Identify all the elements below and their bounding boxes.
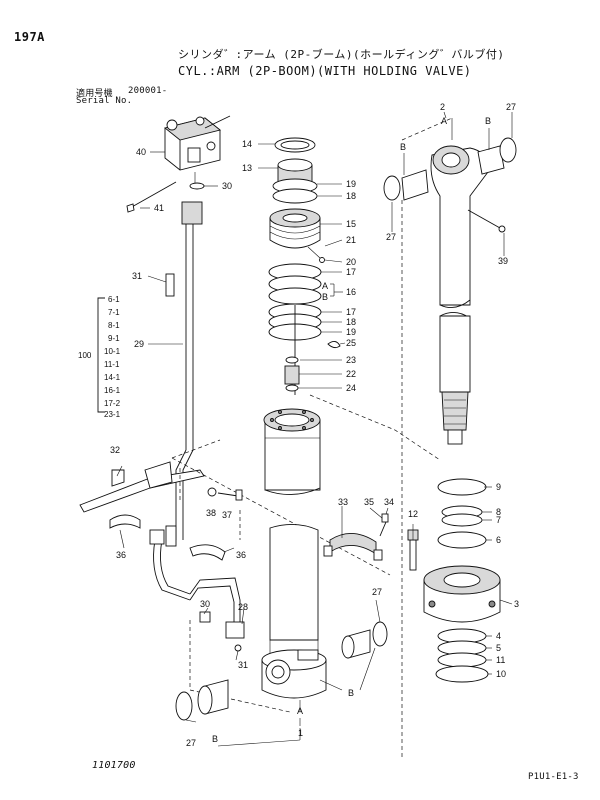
- piston-rod: [383, 117, 517, 760]
- serial-label-english: Serial No.: [76, 96, 133, 106]
- kit-item: 14-1: [104, 373, 121, 382]
- callout-10: 10: [496, 669, 506, 679]
- pipe-assembly: [147, 201, 203, 540]
- callout-16: 16: [346, 287, 356, 297]
- callout-labels: 14 13 19 18 15 21 20 17 16 17 18 19 25 2…: [110, 102, 519, 748]
- letter-markers: A B B A B A B B: [212, 116, 491, 744]
- callout-11: 11: [496, 655, 505, 665]
- letter-b-bottom-left: B: [212, 734, 218, 744]
- callout-23: 23: [346, 355, 356, 365]
- title-english: CYL.:ARM (2P-BOOM)(WITH HOLDING VALVE): [178, 64, 472, 78]
- callout-28: 28: [238, 602, 248, 612]
- callout-19b: 19: [346, 327, 356, 337]
- leader-lines: [116, 111, 513, 747]
- kit-item: 7-1: [108, 308, 120, 317]
- callout-36: 36: [116, 550, 126, 560]
- callout-38: 38: [206, 508, 216, 518]
- callout-39: 39: [498, 256, 508, 266]
- kit-item: 17-2: [104, 399, 121, 408]
- letter-a-bottom: A: [297, 706, 303, 716]
- callout-18: 18: [346, 191, 356, 201]
- callout-33: 33: [338, 497, 348, 507]
- callout-25: 25: [346, 338, 356, 348]
- callout-41: 41: [154, 203, 164, 213]
- callout-22: 22: [346, 369, 356, 379]
- callout-5: 5: [496, 643, 501, 653]
- letter-b-piston: B: [322, 292, 328, 302]
- letter-a-rod: A: [441, 116, 447, 126]
- letter-a-piston: A: [322, 281, 328, 291]
- callout-15: 15: [346, 219, 356, 229]
- serial-label-japanese: 適用号機: [76, 89, 113, 99]
- bolt-38-37: [207, 487, 243, 501]
- letter-b-bottom-right: B: [348, 688, 354, 698]
- kit-item: 16-1: [104, 386, 121, 395]
- callout-37: 37: [222, 510, 232, 520]
- kit-item: 8-1: [108, 321, 120, 330]
- kit-item: 23-1: [104, 410, 121, 419]
- bottom-bushings: [175, 621, 388, 721]
- kit-item: 10-1: [104, 347, 121, 356]
- holding-valve-assembly: [126, 115, 231, 213]
- kit-item: 9-1: [108, 334, 120, 343]
- callout-29: 29: [134, 339, 144, 349]
- callout-12: 12: [408, 509, 418, 519]
- callout-27d: 27: [186, 738, 196, 748]
- band-clamp: [323, 513, 389, 561]
- callout-17: 17: [346, 267, 356, 277]
- callout-36b: 36: [236, 550, 246, 560]
- callout-1: 1: [298, 728, 303, 738]
- serial-value: 200001-: [128, 86, 168, 96]
- kit-item: 6-1: [108, 295, 120, 304]
- callout-4: 4: [496, 631, 501, 641]
- callout-3: 3: [514, 599, 519, 609]
- callout-17b: 17: [346, 307, 356, 317]
- callout-7: 7: [496, 515, 501, 525]
- callout-30: 30: [222, 181, 232, 191]
- callout-32: 32: [110, 445, 120, 455]
- drawing-number: 1101700: [92, 760, 136, 771]
- callout-2: 2: [440, 102, 445, 112]
- callout-14: 14: [242, 139, 252, 149]
- callout-27b: 27: [386, 232, 396, 242]
- kit-item: 11-1: [104, 360, 120, 369]
- kit-group-100: 100 6-1 7-1 8-1 9-1 10-1 11-1 14-1 16-1 …: [78, 295, 121, 419]
- letter-b-rod-right: B: [485, 116, 491, 126]
- callout-30b: 30: [200, 599, 210, 609]
- callout-34: 34: [384, 497, 394, 507]
- callout-40: 40: [136, 147, 146, 157]
- callout-20: 20: [346, 257, 356, 267]
- callout-31b: 31: [238, 660, 248, 670]
- piston-seals: [407, 478, 501, 683]
- callout-13: 13: [242, 163, 252, 173]
- callout-8: 8: [496, 507, 501, 517]
- callout-6: 6: [496, 535, 501, 545]
- callout-27c: 27: [372, 587, 382, 597]
- bracket-assembly: [79, 439, 391, 713]
- page-number: 197A: [14, 30, 45, 44]
- callout-35: 35: [364, 497, 374, 507]
- callout-31: 31: [132, 271, 142, 281]
- sheet-code: P1U1-E1-3: [528, 772, 579, 782]
- callout-9: 9: [496, 482, 501, 492]
- kit-group-label: 100: [78, 351, 92, 360]
- letter-b-rod-left: B: [400, 142, 406, 152]
- cylinder-tube: [261, 408, 327, 699]
- callout-18b: 18: [346, 317, 356, 327]
- title-japanese: シリンダ゛:アーム (2P-ブーム)(ホールディング゛バルブ付): [178, 48, 505, 61]
- callout-19: 19: [346, 179, 356, 189]
- callout-24: 24: [346, 383, 356, 393]
- gland-stack: [268, 137, 341, 395]
- callout-21: 21: [346, 235, 356, 245]
- callout-27: 27: [506, 102, 516, 112]
